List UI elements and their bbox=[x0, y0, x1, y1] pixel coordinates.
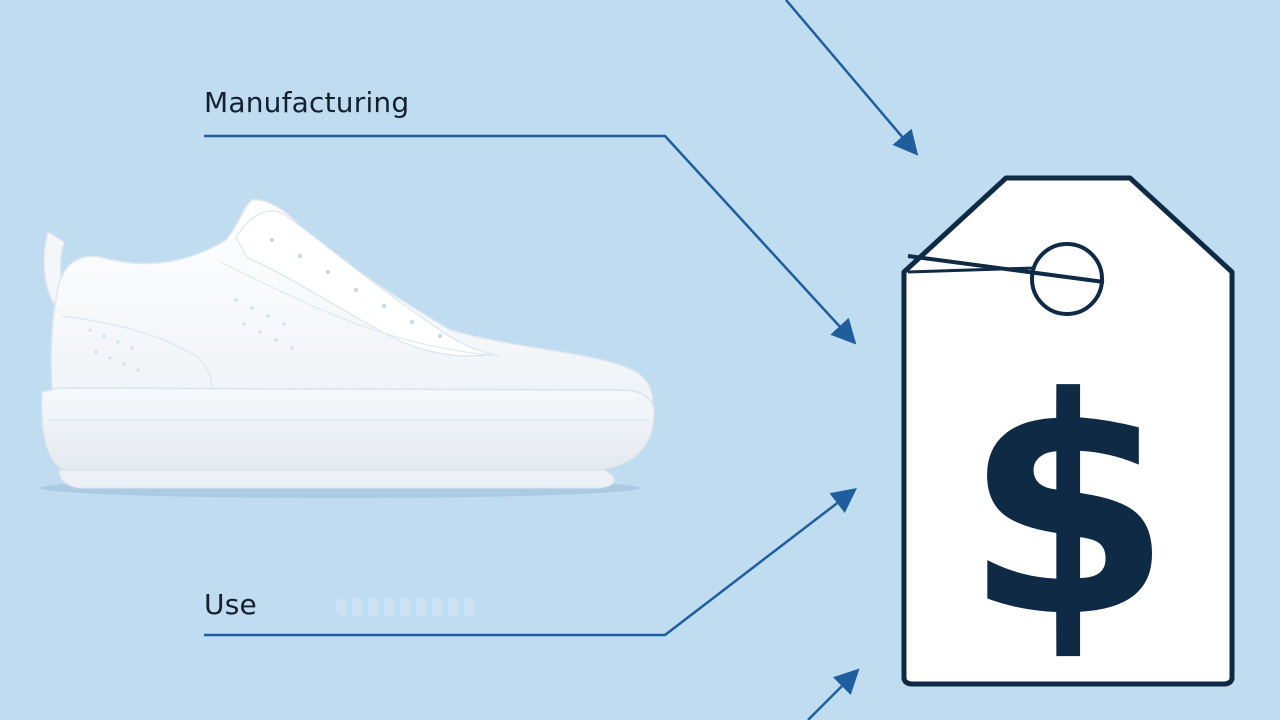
top-connector bbox=[785, 0, 919, 156]
use-label: Use bbox=[204, 588, 257, 621]
manufacturing-connector bbox=[204, 134, 857, 345]
use-connector bbox=[204, 487, 857, 637]
price-tag-dollar-symbol: $ bbox=[964, 334, 1173, 683]
faded-text-placeholder bbox=[336, 598, 476, 616]
price-tag-body bbox=[901, 175, 1235, 687]
manufacturing-label: Manufacturing bbox=[204, 86, 410, 119]
price-tag-hole bbox=[1030, 242, 1104, 316]
bottom-connector bbox=[807, 668, 860, 720]
